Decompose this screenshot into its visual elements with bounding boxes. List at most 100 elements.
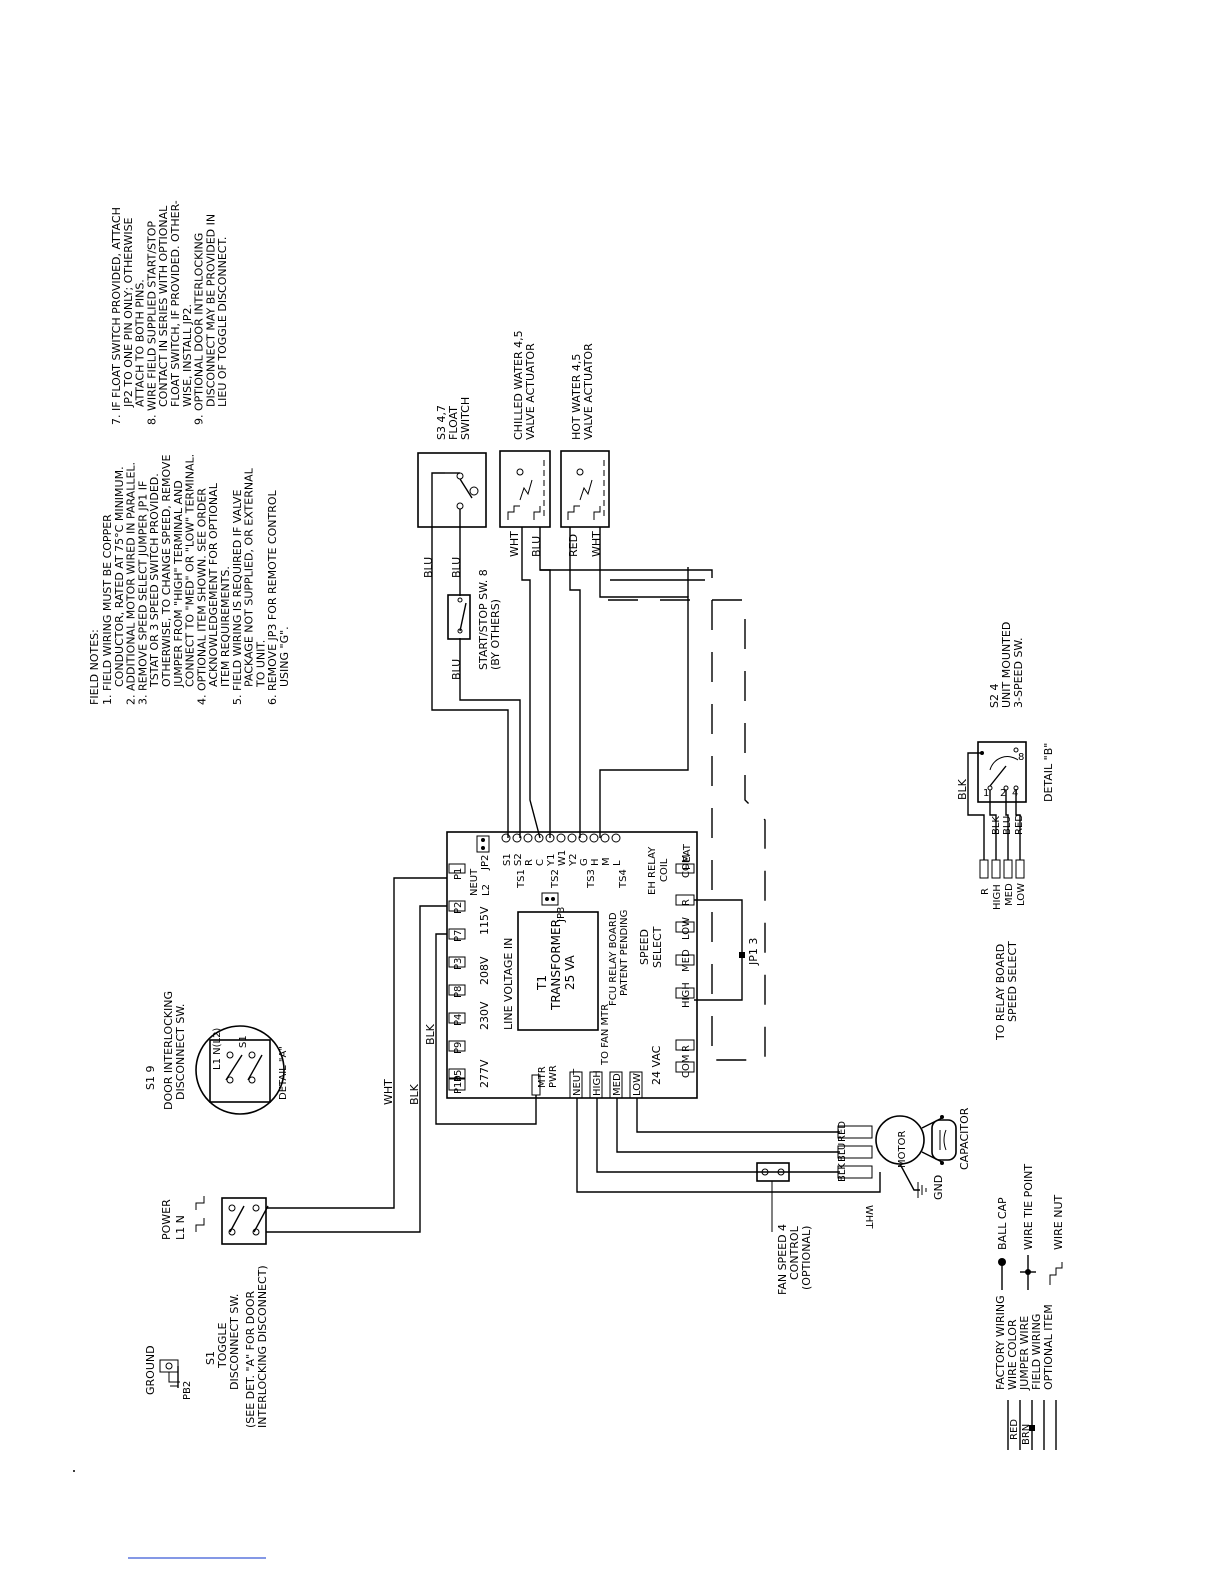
speed-select-label-2: SELECT: [651, 926, 664, 968]
speed-r-label: R: [681, 899, 692, 906]
transformer-label-3: 25 VA: [563, 954, 577, 990]
detail-a: S1 9 DOOR INTERLOCKING DISCONNECT SW. L1…: [144, 991, 289, 1115]
feed-blk-label-2: BLK: [424, 1023, 437, 1045]
terminal-screw: [600, 833, 610, 843]
note-line: CONDUCTOR, RATED AT 75°C MINIMUM.: [113, 466, 126, 687]
note-line: WISE, INSTALL JP2.: [181, 304, 194, 407]
wire-label-blu-3: BLU: [450, 659, 463, 680]
page-dot: [73, 1470, 75, 1472]
notes-header: FIELD NOTES:: [88, 629, 101, 705]
note-line: USING "G".: [278, 626, 291, 687]
note-line: OTHERWISE, TO CHANGE SPEED, REMOVE: [160, 455, 173, 687]
legend: FACTORY WIRING RED WIRE COLOR BRN JUMPER…: [994, 1164, 1065, 1450]
svg-text:8: 8: [1018, 752, 1024, 763]
s2-wire-blk: BLK: [991, 816, 1002, 835]
eh-relay-label-2: COIL: [659, 858, 670, 882]
to-relay-label-2: SPEED SELECT: [1006, 941, 1019, 1022]
wire-label-blu-2: BLU: [450, 557, 463, 578]
power-l1n-label: L1 N: [174, 1215, 187, 1240]
svg-text:S1: S1: [238, 1035, 249, 1048]
wire-label-wht-2: WHT: [590, 531, 603, 557]
note-line: TSTAT OR 3 SPEED SWITCH PROVIDED.: [148, 473, 161, 688]
s2-label-3: 3-SPEED SW.: [1012, 637, 1025, 708]
com-upper-label: COM: [681, 855, 692, 878]
feed-wht-label: WHT: [382, 1079, 395, 1105]
l2-label: L2: [481, 884, 492, 896]
motor-label: MOTOR: [897, 1131, 908, 1168]
legend-field: FIELD WIRING: [1030, 1314, 1043, 1390]
note-line: PACKAGE NOT SUPPLIED, OR EXTERNAL: [243, 467, 256, 687]
speed-high-label: HIGH: [681, 982, 692, 1008]
legend-optional: OPTIONAL ITEM: [1042, 1304, 1055, 1390]
p-pin-label: P3: [453, 958, 464, 970]
speed-select-label-1: SPEED: [638, 929, 651, 965]
note-line: 9. OPTIONAL DOOR INTERLOCKING: [193, 233, 206, 425]
p-pin-label: P10: [453, 1075, 464, 1094]
legend-nut: WIRE NUT: [1052, 1195, 1065, 1250]
speed-med-label: MED: [681, 949, 692, 972]
float-switch-label-2: FLOAT: [447, 406, 460, 440]
note-line: FLOAT SWITCH, IF PROVIDED. OTHER-: [169, 200, 182, 407]
note-line: CONTACT IN SERIES WITH OPTIONAL: [157, 205, 170, 407]
transformer-label-2: TRANSFORMER: [549, 919, 563, 1011]
neut-label: NEUT: [469, 868, 480, 896]
s1-toggle-label-4: (SEE DET. "A" FOR DOOR: [244, 1290, 257, 1428]
voltage-label: 230V: [478, 1001, 491, 1030]
motor-wire-blk: BLK: [837, 1163, 848, 1182]
wire-label-red-1: RED: [567, 534, 580, 557]
float-switch: S3 4,7 FLOAT SWITCH: [417, 397, 487, 560]
terminal-label: C: [535, 859, 546, 866]
legend-color: WIRE COLOR: [1006, 1319, 1019, 1390]
note-line: DISCONNECT MAY BE PROVIDED IN: [204, 214, 217, 407]
legend-color-sample: RED: [1009, 1419, 1020, 1440]
terminal-label: Y1: [546, 854, 557, 867]
com-lower-label: COM: [681, 1055, 692, 1078]
note-line: 4. OPTIONAL ITEM SHOWN. SEE ORDER: [195, 488, 208, 705]
fan-speed-label-2: CONTROL: [788, 1225, 801, 1280]
motor-tap: [589, 1071, 603, 1099]
svg-text:L1 N(L2): L1 N(L2): [212, 1028, 223, 1070]
note-line: TO UNIT.: [254, 640, 267, 688]
motor-tap-label: NEUT: [572, 1068, 583, 1096]
fan-speed-label-1: FAN SPEED 4: [776, 1224, 789, 1295]
voltage-label: 115V: [478, 906, 491, 935]
svg-text:2: 2: [1000, 788, 1006, 799]
terminal-label: M: [601, 857, 612, 866]
motor-wire-blu: BLU: [837, 1143, 848, 1162]
mtr-pwr-label-2: PWR: [548, 1065, 559, 1088]
power-feed: WHT BLK BLK: [266, 877, 537, 1233]
terminal-screw: [578, 833, 588, 843]
to-fan-mtr-label: TO FAN MTR: [600, 1004, 611, 1066]
capacitor-label: CAPACITOR: [958, 1107, 971, 1170]
note-line: ACKNOWLEDGEMENT FOR OPTIONAL: [207, 482, 220, 687]
jp1-jumper: JP1 3: [694, 899, 760, 1001]
terminal-screw: [523, 833, 533, 843]
p-pin-label: P8: [453, 986, 464, 998]
wire-label-blu-4: BLU: [530, 536, 543, 557]
terminal-screw: [611, 833, 621, 843]
line-voltage-label: LINE VOLTAGE IN: [502, 938, 515, 1030]
s1-toggle-label-5: INTERLOCKING DISCONNECT): [256, 1265, 269, 1428]
terminal-label: R: [524, 859, 535, 866]
s2-speed-switch: S2 4 UNIT MOUNTED 3-SPEED SW. 1 2 4 8 DE…: [956, 622, 1055, 1041]
s1-toggle-label-1: S1: [204, 1351, 217, 1365]
voltage-pin: [448, 956, 466, 968]
voltage-pin: [448, 1077, 466, 1091]
mtr-pwr-label-1: MTR: [537, 1066, 548, 1088]
power-label: POWER: [160, 1199, 173, 1240]
ground-label: GROUND: [144, 1345, 157, 1395]
motor-tap: [609, 1071, 623, 1099]
s2-term-high: HIGH: [992, 884, 1003, 910]
float-switch-label-1: S3 4,7: [435, 405, 448, 440]
field-notes: FIELD NOTES: 1. FIELD WIRING MUST BE COP…: [88, 454, 291, 705]
fcu-label-1: FCU RELAY BOARD: [608, 912, 619, 1006]
note-line: 7. IF FLOAT SWITCH PROVIDED, ATTACH: [110, 207, 123, 425]
terminal-label: L: [612, 860, 623, 866]
terminal-heat: HEAT: [682, 843, 693, 870]
terminal-screw: [512, 833, 522, 843]
ts3-label: TS3: [586, 869, 597, 889]
voltage-label: 208V: [478, 956, 491, 985]
ts4-label: TS4: [618, 869, 629, 889]
